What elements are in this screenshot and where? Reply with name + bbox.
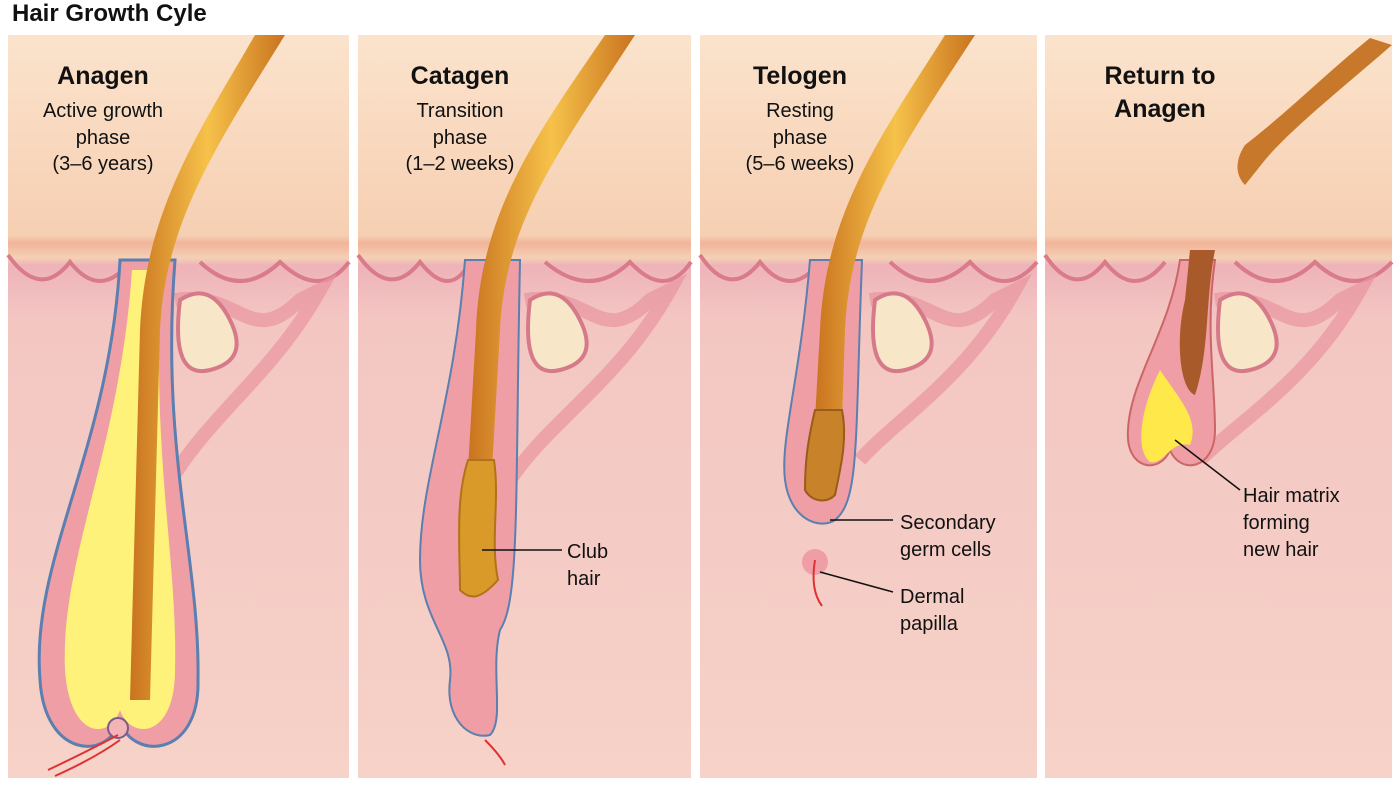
leader-line	[819, 571, 894, 593]
label-hair-matrix: forming	[1243, 512, 1310, 534]
panel-telogen: Telogen Resting phase (5–6 weeks) Second…	[698, 35, 1039, 778]
dermal-papilla	[107, 717, 129, 739]
shed-hair	[1237, 38, 1392, 185]
hair-shaft	[468, 35, 635, 470]
label-club-hair: Club	[567, 541, 608, 563]
phase-description: phase	[773, 127, 828, 149]
sebaceous-gland	[176, 291, 239, 374]
skin-background	[1045, 35, 1392, 778]
panel-heading: Telogen	[753, 62, 847, 90]
label-secondary-germ-cells: Secondary	[900, 512, 996, 534]
panel-heading: Catagen	[411, 62, 510, 90]
hair-shaft	[130, 35, 285, 700]
label-club-hair: hair	[567, 568, 601, 590]
label-hair-matrix: Hair matrix	[1243, 485, 1340, 507]
hair-matrix	[1141, 370, 1193, 463]
label-dermal-papilla: Dermal	[900, 586, 964, 608]
label-secondary-germ-cells: germ cells	[900, 539, 991, 561]
old-hair-remnant	[1179, 250, 1215, 395]
panel-return-to-anagen: Return to Anagen Hair matrix forming new…	[1043, 35, 1394, 778]
skin-background	[358, 35, 691, 778]
panel-anagen: Anagen Active growth phase (3–6 years)	[6, 35, 351, 778]
label-dermal-papilla: papilla	[900, 613, 959, 635]
phase-description: phase	[433, 127, 488, 149]
arrector-muscle	[854, 273, 1033, 465]
panel-catagen: Catagen Transition phase (1–2 weeks) Clu…	[356, 35, 693, 778]
phase-description: phase	[76, 127, 131, 149]
panel-heading: Anagen	[57, 62, 149, 90]
leader-line	[1174, 439, 1241, 491]
label-hair-matrix: new hair	[1243, 539, 1319, 561]
club-hair	[803, 409, 846, 502]
panel-heading: Return to	[1104, 62, 1215, 90]
phase-duration: (1–2 weeks)	[406, 153, 515, 175]
sebaceous-gland	[871, 291, 934, 374]
phase-description: Transition	[416, 100, 503, 122]
sebaceous-gland	[1216, 291, 1279, 374]
hair-shaft	[815, 35, 975, 420]
phase-duration: (3–6 years)	[52, 153, 153, 175]
phase-description: Resting	[766, 100, 834, 122]
panel-heading: Anagen	[1114, 95, 1206, 123]
club-hair	[458, 459, 500, 598]
sebaceous-gland	[526, 291, 589, 374]
phase-description: Active growth	[43, 100, 163, 122]
diagram-title: Hair Growth Cyle	[12, 0, 207, 27]
skin-background	[700, 35, 1037, 778]
phase-duration: (5–6 weeks)	[746, 153, 855, 175]
arrector-muscle	[153, 273, 338, 504]
arrector-muscle	[504, 273, 688, 484]
arrector-muscle	[1195, 273, 1378, 465]
